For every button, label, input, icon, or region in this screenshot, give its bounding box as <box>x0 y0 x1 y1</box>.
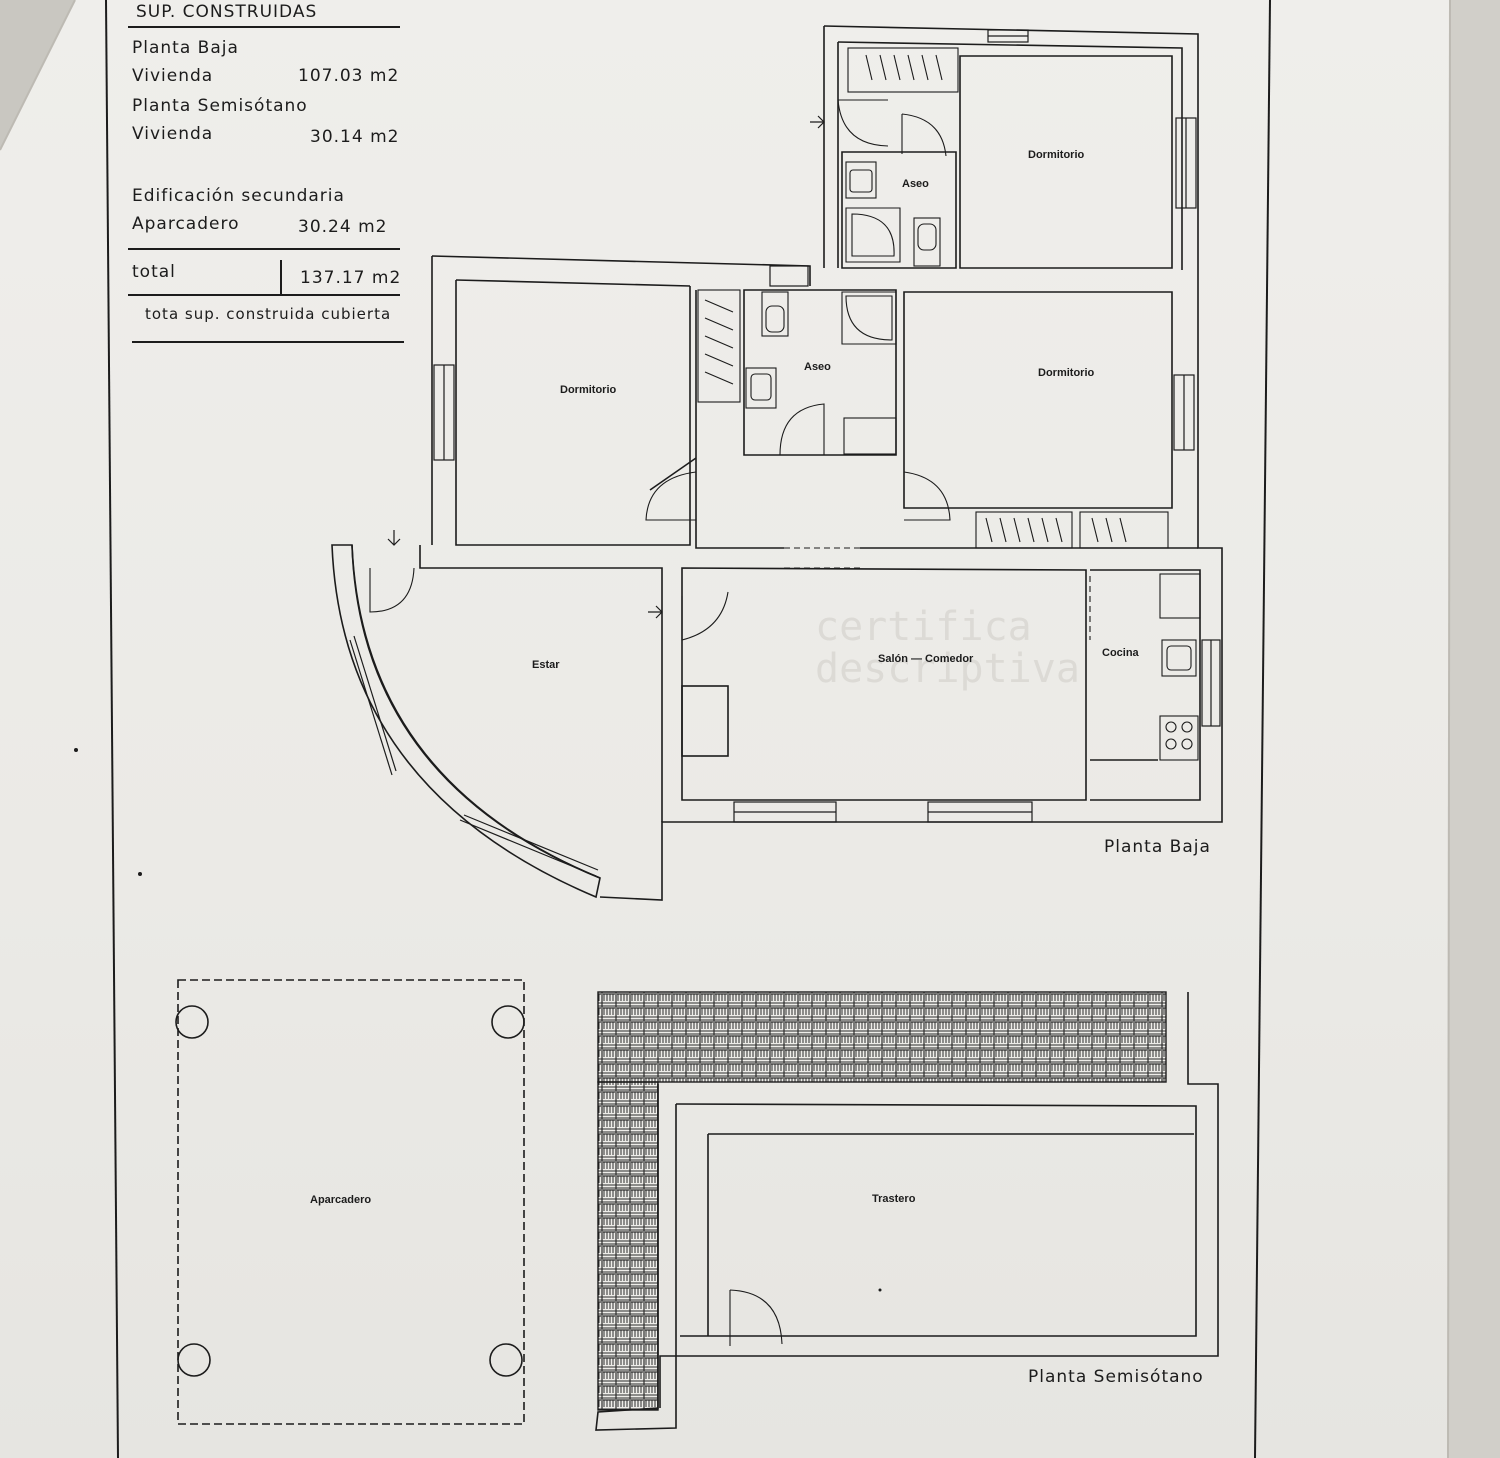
total-value: 137.17 m2 <box>300 268 402 288</box>
label-aseo-1: Aseo <box>902 178 929 190</box>
parking-label: Aparcadero <box>132 214 240 234</box>
table-rule-top <box>128 26 400 28</box>
label-aseo-2: Aseo <box>804 361 831 373</box>
ground-floor-caption: Planta Baja <box>1104 837 1211 857</box>
label-dormitorio-1: Dormitorio <box>1028 149 1085 161</box>
total-note: tota sup. construida cubierta <box>145 305 392 323</box>
semi-basement-walls <box>595 992 1219 1431</box>
label-aparcadero: Aparcadero <box>310 1194 371 1206</box>
semi-basement-caption: Planta Semisótano <box>1028 1367 1204 1387</box>
faint-stamp: certifica descriptiva <box>815 604 1080 692</box>
semi-basement-heading: Planta Semisótano <box>132 96 308 116</box>
doors <box>369 99 1091 1346</box>
semi-basement-dwelling-value: 30.14 m2 <box>310 127 400 147</box>
label-dormitorio-3: Dormitorio <box>1038 367 1095 379</box>
label-cocina: Cocina <box>1102 647 1140 659</box>
label-salon: Salón — Comedor <box>878 653 974 665</box>
secondary-heading: Edificación secundaria <box>132 186 345 206</box>
parking-structure <box>175 979 525 1425</box>
ground-floor-dwelling-value: 107.03 m2 <box>298 66 400 86</box>
semi-basement-dwelling-label: Vivienda <box>132 124 214 144</box>
svg-text:certifica: certifica <box>815 604 1032 650</box>
label-dormitorio-2: Dormitorio <box>560 384 617 396</box>
surface-table-heading: SUP. CONSTRUIDAS <box>136 2 318 22</box>
table-vrule <box>280 260 282 296</box>
sanitary-fixtures <box>745 161 1201 761</box>
stray-marks <box>74 748 882 1292</box>
label-estar: Estar <box>532 659 560 671</box>
ground-floor-heading: Planta Baja <box>132 38 239 58</box>
ground-floor-labels: Dormitorio Aseo Dormitorio Aseo Dormitor… <box>532 149 1140 671</box>
ground-floor-walls <box>331 25 1223 901</box>
total-label: total <box>132 262 176 282</box>
surface-table: SUP. CONSTRUIDAS Planta Baja Vivienda 10… <box>128 0 408 345</box>
wardrobes <box>697 47 1169 549</box>
semi-basement-terrace <box>597 991 1167 1411</box>
entry-arrows <box>387 115 825 619</box>
page-frame <box>105 0 1271 1458</box>
label-trastero: Trastero <box>872 1193 916 1205</box>
parking-value: 30.24 m2 <box>298 217 388 237</box>
table-rule-total-bottom <box>128 294 400 296</box>
table-rule-bottom <box>132 341 404 343</box>
ground-floor-dwelling-label: Vivienda <box>132 66 214 86</box>
windows <box>349 29 1221 877</box>
svg-text:descriptiva: descriptiva <box>815 646 1080 692</box>
table-rule-total-top <box>128 248 400 250</box>
